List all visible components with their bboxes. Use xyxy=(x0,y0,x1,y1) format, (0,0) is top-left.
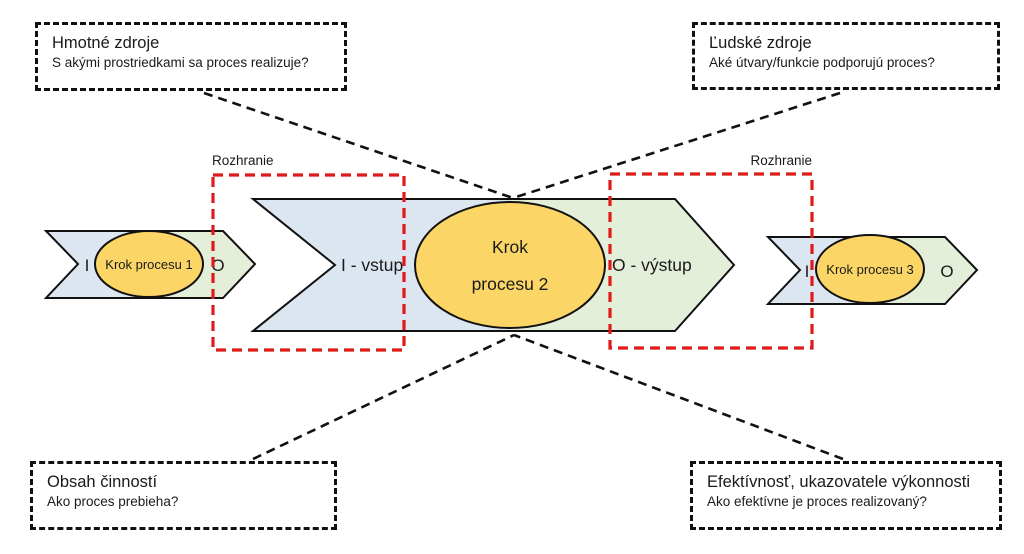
step1-ellipse xyxy=(94,230,204,298)
step3-input-marker: I xyxy=(805,262,810,281)
step2-label-line2: procesu 2 xyxy=(472,274,549,294)
step2-ellipse xyxy=(414,201,606,329)
interface-label-right: Rozhranie xyxy=(750,153,812,168)
process-arrow-step2: I - vstup Krok procesu 2 O - výstup xyxy=(250,198,736,332)
step1-input-marker: I xyxy=(85,256,90,275)
callout-title: Hmotné zdroje xyxy=(52,34,160,52)
step2-input-marker: I - vstup xyxy=(341,255,403,275)
callout-material-resources: Hmotné zdroje S akými prostriedkami sa p… xyxy=(35,22,347,91)
step2-output-marker: O - výstup xyxy=(612,255,692,275)
callout-human-resources: Ľudské zdroje Aké útvary/funkcie podporu… xyxy=(692,22,1000,90)
step3-label: Krok procesu 3 xyxy=(826,262,913,277)
callout-question: Ako proces prebieha? xyxy=(47,494,179,509)
callout-title: Obsah činností xyxy=(47,473,158,491)
step1-label: Krok procesu 1 xyxy=(105,257,192,272)
process-arrow-step3: I Krok procesu 3 O xyxy=(765,234,979,305)
callout-question: Ako efektívne je proces realizovaný? xyxy=(707,494,927,509)
interface-label-left: Rozhranie xyxy=(212,153,274,168)
callout-effectiveness: Efektívnosť, ukazovatele výkonnosti Ako … xyxy=(690,461,1002,530)
step2-arrow-outline xyxy=(250,198,736,332)
step3-ellipse xyxy=(815,234,925,304)
step1-arrow-outline xyxy=(43,230,257,299)
interface-box-right xyxy=(608,172,814,350)
connector-top-right xyxy=(512,91,841,200)
callout-question: S akými prostriedkami sa proces realizuj… xyxy=(52,55,309,70)
connector-top-left xyxy=(203,91,514,200)
step3-output-marker: O xyxy=(940,262,953,281)
callout-title: Ľudské zdroje xyxy=(709,34,812,52)
interface-box-left xyxy=(211,173,406,352)
step2-label-line1: Krok xyxy=(492,237,528,257)
callout-activity-content: Obsah činností Ako proces prebieha? xyxy=(30,461,337,530)
callout-question: Aké útvary/funkcie podporujú proces? xyxy=(709,55,935,70)
callout-title: Efektívnosť, ukazovatele výkonnosti xyxy=(707,473,970,491)
step3-arrow-outline xyxy=(765,236,979,305)
connector-bottom-left xyxy=(252,333,515,461)
step1-output-marker: O xyxy=(211,256,224,275)
process-arrow-step1: I Krok procesu 1 O xyxy=(43,230,257,299)
connector-bottom-right xyxy=(513,333,844,461)
